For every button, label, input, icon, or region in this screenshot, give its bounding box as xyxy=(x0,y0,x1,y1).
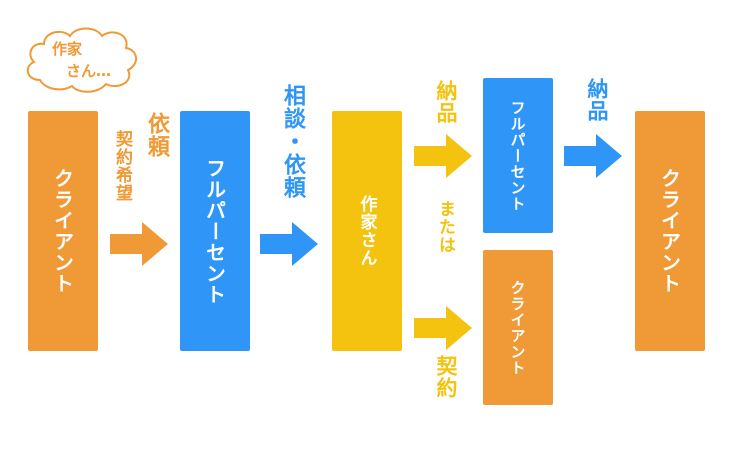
client-box-left: クライアント xyxy=(28,111,98,351)
arrow-right-icon xyxy=(260,222,318,266)
author-box-label: 作家さん xyxy=(356,195,377,267)
arrow-right-icon xyxy=(564,134,622,178)
thought-bubble-line-2: さん… xyxy=(66,62,112,80)
label-or: または xyxy=(435,200,455,254)
author-box: 作家さん xyxy=(332,111,402,351)
client-box-right-label: クライアント xyxy=(657,168,682,294)
client-box-left-label: クライアント xyxy=(50,168,75,294)
label-consult-request: 相談・依頼 xyxy=(280,84,305,199)
thought-bubble-line-1: 作家 xyxy=(52,40,83,58)
thought-bubble xyxy=(26,27,137,93)
label-contract: 契約 xyxy=(434,355,458,399)
client-box-contract: クライアント xyxy=(483,250,553,405)
client-box-contract-label: クライアント xyxy=(508,279,527,376)
client-box-right: クライアント xyxy=(635,111,705,351)
fullpercent-box-delivery-label: フルパーセント xyxy=(508,99,527,212)
label-contract-wish: 契約希望 xyxy=(112,130,132,202)
label-delivery-top: 納品 xyxy=(434,80,458,124)
fullpercent-box-main-label: フルパーセント xyxy=(202,157,227,305)
arrow-right-icon xyxy=(110,222,168,266)
fullpercent-box-delivery: フルパーセント xyxy=(483,78,553,233)
label-request: 依頼 xyxy=(144,112,169,158)
fullpercent-box-main: フルパーセント xyxy=(180,111,250,351)
label-delivery-right: 納品 xyxy=(585,78,609,122)
arrow-right-icon xyxy=(414,306,472,350)
arrow-right-icon xyxy=(414,134,472,178)
